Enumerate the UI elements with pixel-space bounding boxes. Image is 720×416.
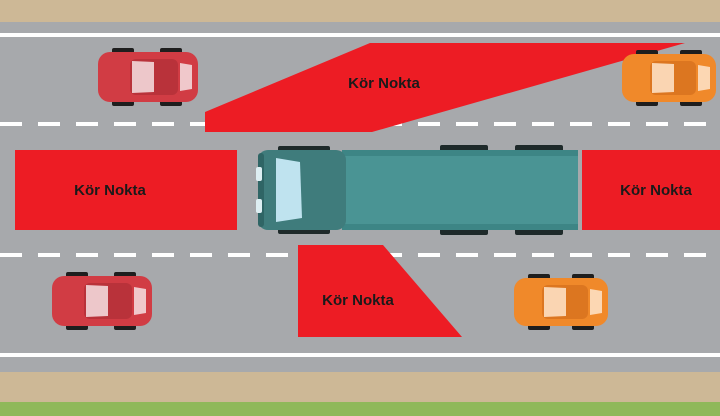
edge-line-bottom (0, 353, 720, 357)
red-car-icon (52, 272, 152, 330)
red-car-icon (98, 48, 198, 106)
blind-spot-zone-front-left (205, 43, 685, 132)
blind-spot-zone-front-right (298, 245, 462, 337)
top-sidewalk (0, 0, 720, 22)
zone-label-front-left: Kör Nokta (348, 75, 420, 92)
blind-spot-zone-rear (582, 150, 720, 230)
zone-label-rear: Kör Nokta (620, 182, 692, 199)
bottom-sidewalk (0, 372, 720, 402)
zone-label-front-right: Kör Nokta (322, 292, 394, 309)
edge-line-top (0, 33, 720, 37)
zone-label-left-side: Kör Nokta (74, 182, 146, 199)
truck-icon (256, 145, 578, 235)
orange-car-icon (514, 274, 608, 330)
orange-car-icon (622, 50, 716, 106)
blind-spot-zone-left-side (15, 150, 237, 230)
grass-strip (0, 402, 720, 416)
